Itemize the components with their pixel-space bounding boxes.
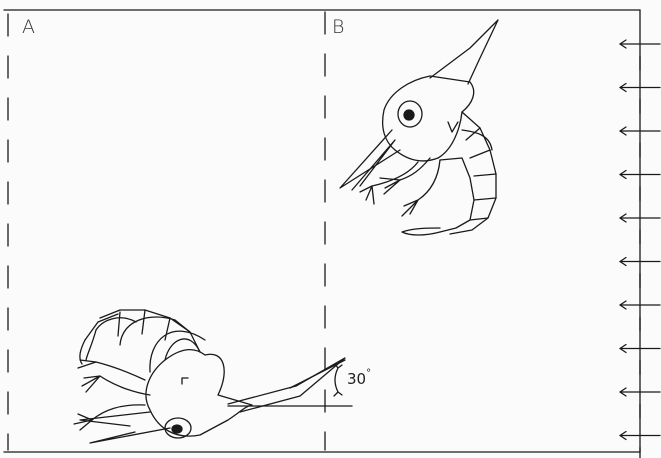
frame-border	[4, 10, 640, 452]
angle-unit: °	[366, 368, 371, 379]
panel-a-label: A	[22, 18, 35, 37]
panel-b-larva	[340, 20, 498, 235]
panel-b-label: B	[332, 18, 344, 37]
angle-value: 30	[347, 370, 366, 388]
angle-marker	[334, 364, 342, 396]
angle-label: 30°	[347, 372, 371, 387]
panel-a-larva	[74, 310, 352, 443]
